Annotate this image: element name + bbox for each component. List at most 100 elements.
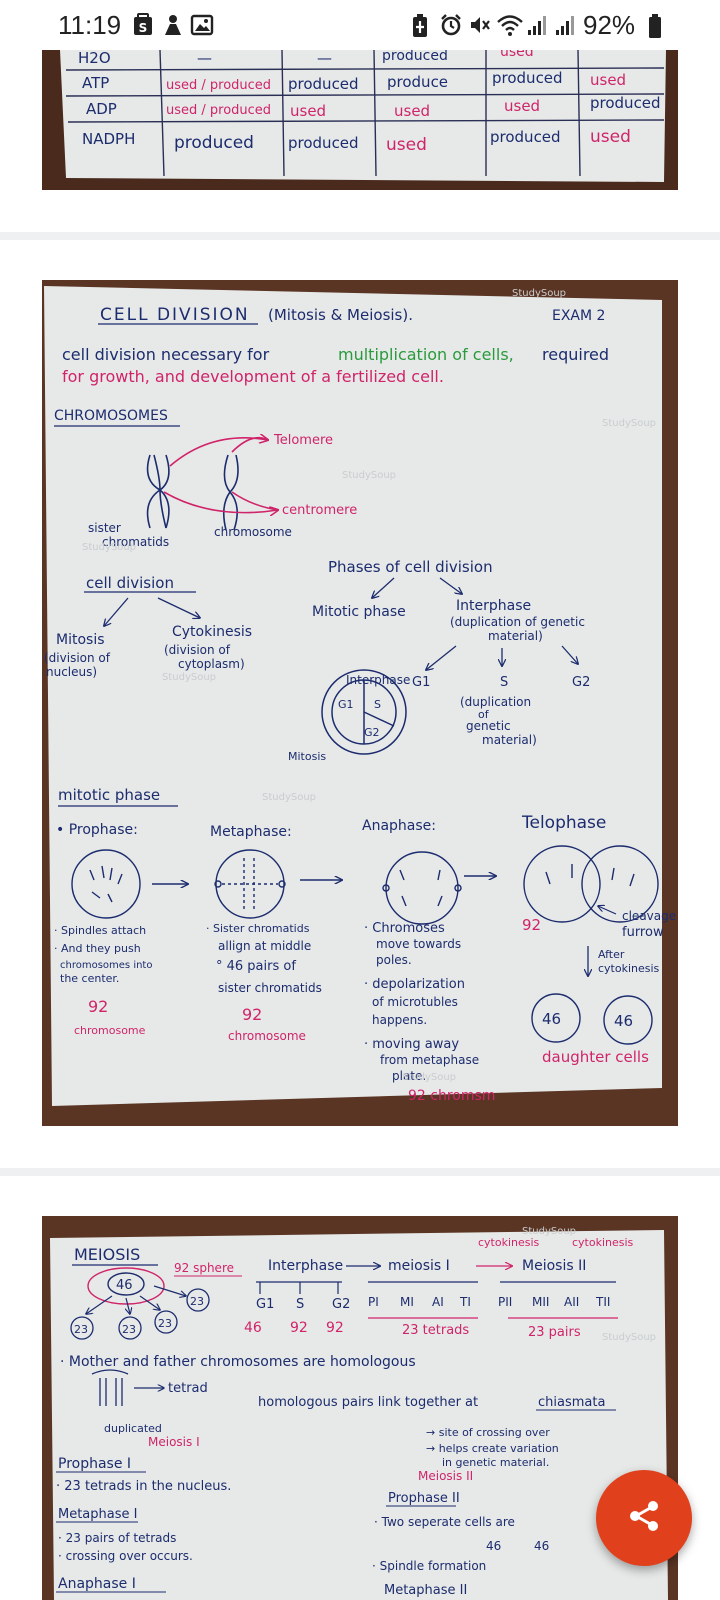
watermark: StudySoup	[402, 1072, 456, 1083]
sphere-note: 92 sphere	[174, 1261, 234, 1275]
interphase-label: Interphase	[268, 1258, 343, 1274]
signal-icon	[555, 13, 577, 42]
watermark: StudySoup	[522, 1226, 576, 1237]
chromosome-label: chromosome	[214, 525, 292, 539]
table-cell: used	[590, 71, 626, 89]
watermark: StudySoup	[162, 672, 216, 683]
spindle-note: · Spindle formation	[372, 1559, 486, 1573]
table-cell: used	[290, 102, 326, 120]
note-photo-meiosis[interactable]: MEIOSIS 46 92 sphere 23 23 23 23 Interph…	[42, 1216, 678, 1600]
table-note-canvas: H2O — — produced used ATP used / produce…	[42, 50, 678, 190]
table-cell: produced	[382, 50, 448, 64]
anaphase-note: poles.	[376, 953, 412, 967]
cycle-s: S	[374, 698, 381, 711]
daughter-cell-count: 46	[614, 1012, 633, 1030]
svg-text:S: S	[139, 21, 148, 35]
prophase-two-heading: Prophase II	[388, 1491, 460, 1506]
cytokinesis-note: cytokinesis	[572, 1236, 634, 1249]
mitotic-phase-heading: mitotic phase	[58, 786, 160, 804]
table-cell: used	[394, 102, 430, 120]
aii-label: AII	[564, 1295, 579, 1309]
feed-divider	[0, 232, 720, 240]
centromere-label: centromere	[282, 503, 357, 518]
share-button[interactable]	[596, 1470, 692, 1566]
table-cell: used	[590, 127, 631, 147]
table-cell: produced	[490, 128, 561, 146]
g1-label: G1	[412, 675, 430, 690]
metaphase-heading: Metaphase:	[210, 824, 292, 840]
anaphase-note: from metaphase	[380, 1053, 479, 1067]
watermark: StudySoup	[602, 418, 656, 429]
s-count: 92	[290, 1320, 308, 1336]
chiasmata-note: → site of crossing over	[426, 1426, 550, 1439]
cytokinesis-label: Cytokinesis	[172, 624, 252, 640]
feed-divider	[0, 1168, 720, 1176]
cycle-g1: G1	[338, 698, 354, 711]
prophase-one-note: · 23 tetrads in the nucleus.	[56, 1479, 231, 1494]
status-time: 11:19	[58, 10, 122, 40]
tii-label: TII	[595, 1295, 610, 1309]
ai-label: AI	[432, 1295, 444, 1309]
tetrads-label: 23 tetrads	[402, 1323, 469, 1338]
intro-highlight: multiplication of cells,	[338, 345, 514, 364]
interphase-desc: (duplication of genetic	[450, 615, 585, 629]
watermark: StudySoup	[342, 470, 396, 481]
battery-saver-icon	[411, 13, 429, 44]
anaphase-note: happens.	[372, 1013, 427, 1027]
share-icon	[624, 1496, 664, 1541]
pairs-label: 23 pairs	[528, 1325, 581, 1340]
alarm-icon	[439, 13, 463, 42]
after-cytokinesis: cytokinesis	[598, 962, 660, 975]
homologous-pairs-note: homologous pairs link together at	[258, 1395, 478, 1410]
interphase-label: Interphase	[456, 598, 531, 614]
note-photo-table[interactable]: H2O — — produced used ATP used / produce…	[42, 50, 678, 190]
table-cell: produced	[174, 133, 254, 153]
pii-label: PII	[498, 1295, 512, 1309]
anaphase-one-heading: Anaphase I	[58, 1576, 136, 1592]
battery-percent: 92%	[583, 10, 636, 40]
meiosis-one-label: meiosis I	[388, 1258, 450, 1274]
metaphase-note: allign at middle	[218, 939, 311, 953]
anaphase-heading: Anaphase:	[362, 818, 436, 834]
meiosis-two-note: Meiosis II	[418, 1469, 473, 1483]
g1-count: 46	[244, 1320, 262, 1336]
metaphase-note: ° 46 pairs of	[216, 959, 296, 974]
prophase-unit: chromosome	[74, 1024, 146, 1037]
prophase-two-note: · Two seperate cells are	[374, 1515, 515, 1529]
watermark: StudySoup	[602, 1332, 656, 1343]
watermark: StudySoup	[512, 288, 566, 299]
chromosomes-heading: CHROMOSOMES	[54, 408, 168, 424]
telomere-label: Telomere	[273, 433, 333, 448]
cell-division-heading: cell division	[86, 574, 174, 592]
table-cell: produced	[288, 75, 359, 93]
cell-division-note-canvas: CELL DIVISION (Mitosis & Meiosis). EXAM …	[42, 280, 678, 1126]
wifi-icon	[496, 13, 524, 42]
table-cell: used / produced	[166, 78, 271, 93]
cleavage-label: furrow	[622, 925, 664, 940]
ti-label: TI	[459, 1295, 471, 1309]
phases-heading: Phases of cell division	[328, 558, 493, 576]
battery-icon	[648, 13, 662, 44]
prophase-note: the center.	[60, 972, 119, 985]
meiosis-note-canvas: MEIOSIS 46 92 sphere 23 23 23 23 Interph…	[42, 1216, 678, 1600]
prophase-note: · Spindles attach	[54, 924, 146, 937]
table-cell: produced	[288, 134, 359, 152]
metaphase-one-note: · 23 pairs of tetrads	[58, 1531, 176, 1545]
metaphase-two-heading: Metaphase II	[384, 1583, 467, 1598]
intro-text: cell division necessary for	[62, 345, 270, 364]
prophase-one-heading: Prophase I	[58, 1456, 131, 1472]
note-photo-cell-division[interactable]: CELL DIVISION (Mitosis & Meiosis). EXAM …	[42, 280, 678, 1126]
prophase-heading: • Prophase:	[56, 822, 138, 838]
prophase-count: 92	[88, 997, 108, 1016]
mute-icon	[468, 13, 492, 42]
row-label: ADP	[86, 100, 117, 118]
anaphase-note: · moving away	[364, 1037, 459, 1052]
s-desc: genetic	[466, 719, 511, 733]
mitosis-desc: nucleus)	[46, 665, 97, 679]
metaphase-one-heading: Metaphase I	[58, 1507, 137, 1522]
table-cell: used / produced	[166, 103, 271, 118]
telophase-heading: Telophase	[521, 813, 606, 833]
app-notification-icon	[162, 13, 184, 42]
prophase-note: chromosomes into	[60, 960, 152, 971]
small-cell: 23	[190, 1295, 204, 1308]
